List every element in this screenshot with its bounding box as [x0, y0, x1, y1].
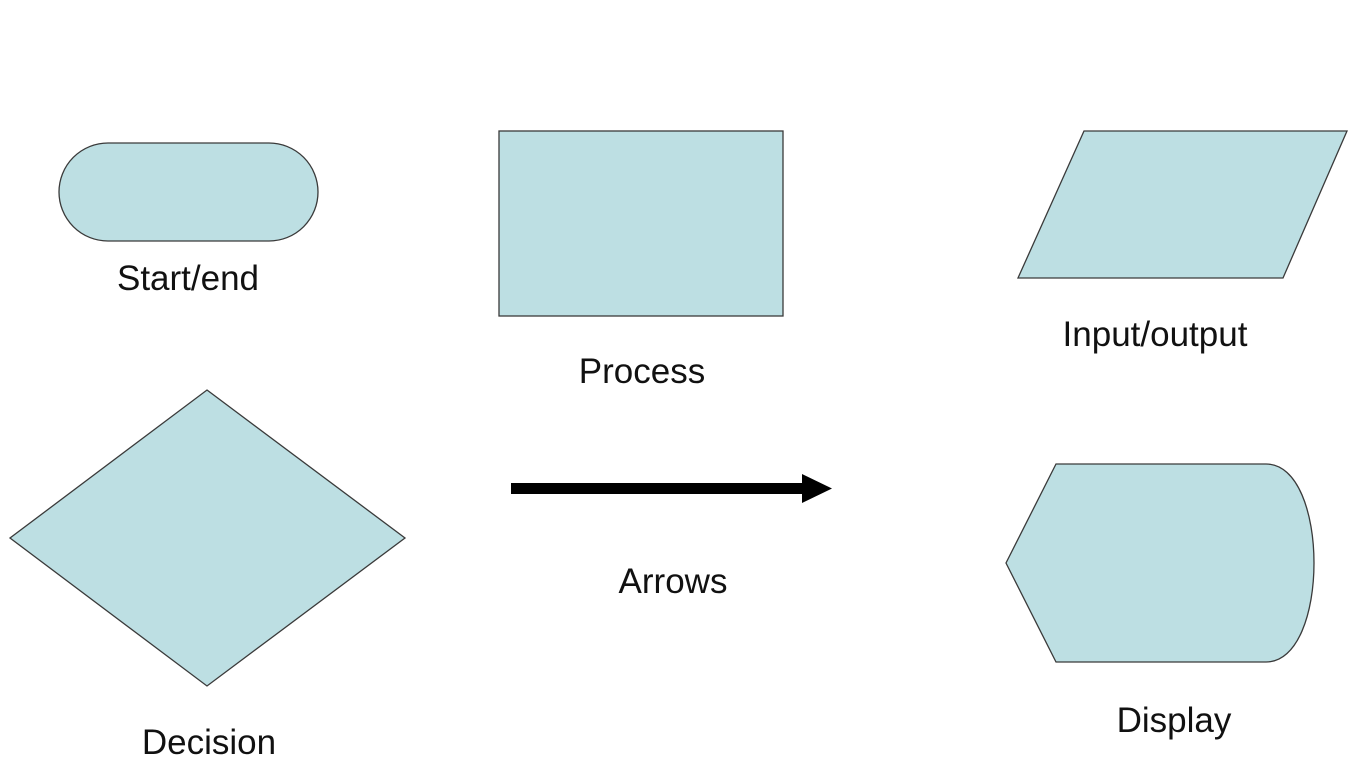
process-symbol: Process: [498, 130, 784, 391]
terminator-shape: [58, 142, 319, 242]
display-symbol: Display: [1005, 463, 1315, 740]
arrow-symbol: Arrows: [511, 474, 832, 601]
parallelogram-shape: [1016, 130, 1348, 279]
decision-label: Decision: [142, 723, 276, 762]
start-end-symbol: Start/end: [58, 142, 319, 298]
arrow-shaft: [511, 483, 806, 494]
arrow-head: [802, 474, 832, 503]
decision-symbol: Decision: [8, 389, 407, 762]
diamond-shape: [8, 389, 407, 687]
display-label: Display: [1117, 701, 1232, 740]
process-label: Process: [579, 352, 705, 391]
input-output-label: Input/output: [1063, 315, 1248, 354]
input-output-symbol: Input/output: [1016, 130, 1348, 354]
process-rectangle-shape: [498, 130, 784, 317]
arrows-label: Arrows: [619, 562, 728, 601]
start-end-label: Start/end: [117, 259, 259, 298]
display-shape: [1005, 463, 1315, 663]
